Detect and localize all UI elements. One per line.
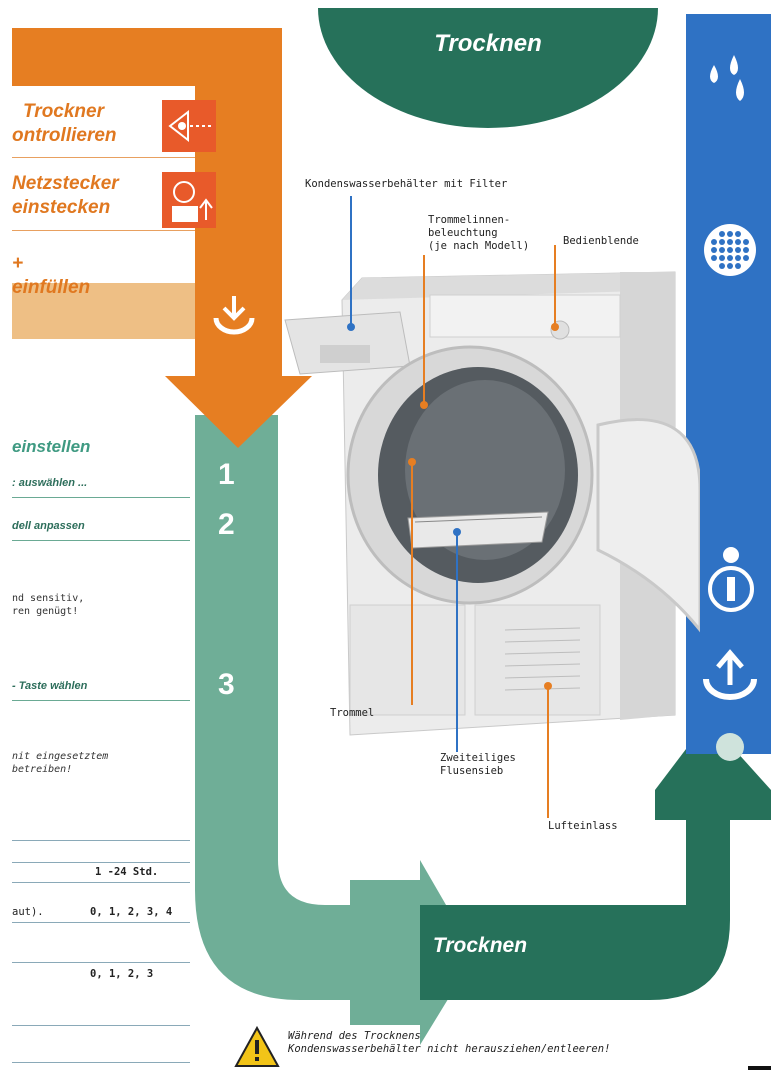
page-mark xyxy=(748,1066,771,1070)
info-icon xyxy=(706,545,756,615)
orange-row-2 xyxy=(12,160,195,231)
step-1: 1 xyxy=(218,458,235,491)
water-drops-icon xyxy=(700,45,760,105)
orange-row-1 xyxy=(12,95,195,158)
top-title: Trocknen xyxy=(434,30,542,57)
warning-text: Während des Trocknens Kondenswasserbehäl… xyxy=(288,1030,611,1055)
bottom-title: Trocknen xyxy=(432,934,528,957)
time-range-value: 1 -24 Std. xyxy=(95,866,159,878)
settings-heading: einstellen xyxy=(12,437,91,456)
light-orange-bar xyxy=(12,283,195,339)
air-inlet-callout: Lufteinlass xyxy=(548,820,618,832)
drum-callout: Trommel xyxy=(330,707,375,719)
step-3: 3 xyxy=(218,668,235,701)
select-program-text: : auswählen ... xyxy=(12,477,88,489)
lint-filter-callout: Zweiteiliges Flusensieb xyxy=(440,752,516,777)
green-arrow-head xyxy=(655,720,771,820)
step-2: 2 xyxy=(218,508,235,541)
down-arrow-icon xyxy=(212,292,256,336)
filter-warning-note: nit eingesetztem betreiben! xyxy=(12,751,109,775)
teal-band xyxy=(195,415,420,1000)
condenser-callout: Kondenswasserbehälter mit Filter xyxy=(305,178,508,190)
orange-arrow-head xyxy=(165,376,312,448)
plug-in-label: Netzstecker einstecken xyxy=(12,173,119,218)
sensitive-note: nd sensitiv, ren genügt! xyxy=(12,593,85,617)
adjust-model-text: dell anpassen xyxy=(12,520,85,532)
eye-icon xyxy=(162,100,216,152)
level-values-a: 0, 1, 2, 3, 4 xyxy=(90,906,173,918)
circle-dot-icon xyxy=(716,733,744,761)
drum-light-callout: Trommelinnen- beleuchtung (je nach Model… xyxy=(428,214,530,252)
top-dome xyxy=(318,8,658,128)
fill-label: + einfüllen xyxy=(12,253,91,298)
blue-band xyxy=(686,14,771,754)
dryer-illustration xyxy=(284,271,700,736)
level-values-b: 0, 1, 2, 3 xyxy=(90,968,154,980)
green-band xyxy=(420,770,730,1000)
control-panel-callout: Bedienblende xyxy=(563,235,639,247)
choose-button-text: - Taste wählen xyxy=(12,680,88,692)
up-arrow-icon xyxy=(702,645,758,701)
row2-label: aut). xyxy=(12,906,44,918)
filter-mesh-icon xyxy=(700,220,760,280)
warning-icon xyxy=(234,1025,280,1069)
check-dryer-label: Trockner ontrollieren xyxy=(12,101,117,146)
plug-icon xyxy=(162,172,216,228)
